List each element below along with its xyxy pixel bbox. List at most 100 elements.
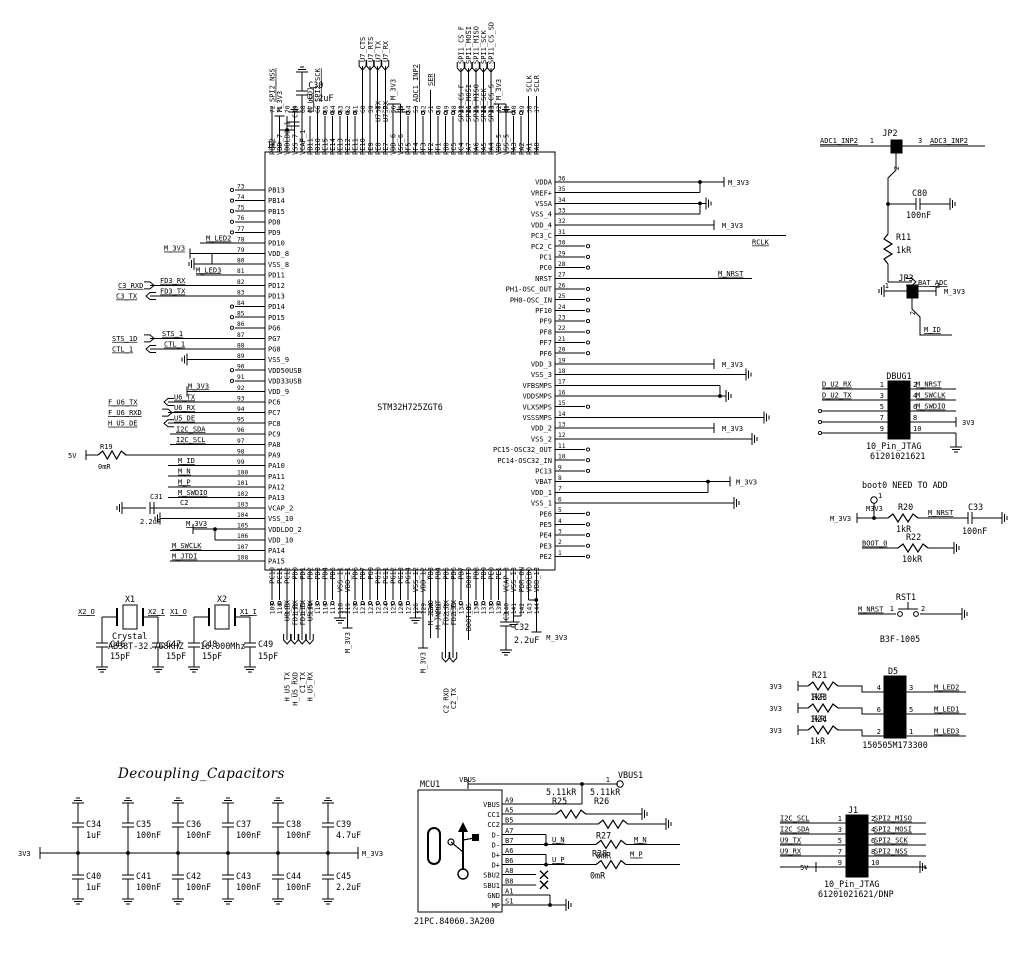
mcu-top-pin-name: PE13 xyxy=(337,138,345,155)
mcu-top-pin-number: 67 xyxy=(307,105,314,113)
mcu-top-pin-name: VDD_6 xyxy=(389,134,397,155)
net-label-u7_tx_d: U7_TX xyxy=(374,40,382,62)
net-label-f_u6_rxd: F_U6_RXD xyxy=(108,409,142,417)
mcu-left-pin-name: VDDLDO_2 xyxy=(268,526,302,534)
decoupling-title: Decoupling_Capacitors xyxy=(117,766,285,782)
mcu-right-pin-name: PF8 xyxy=(539,328,552,336)
mcu-right-pin-name: PC13 xyxy=(535,468,552,476)
mcu-bottom-pin-name: PDR_ON xyxy=(518,567,526,592)
mcu-bottom-pin-name: VDD_11 xyxy=(344,567,352,592)
decoupling-cap-value: 100nF xyxy=(236,882,261,892)
mcu-bottom-pin-name: PB7 xyxy=(457,567,465,580)
decoupling-cap-value: 100nF xyxy=(136,882,161,892)
mcu-bottom-pin-number: 118 xyxy=(338,603,345,614)
debug-pin-number-left: 9 xyxy=(880,425,884,433)
resistor-r22 xyxy=(897,542,929,554)
r11-refdes: R11 xyxy=(896,232,911,242)
mcu-body xyxy=(264,151,556,571)
net-label-m-led1: M_LED1 xyxy=(306,87,314,112)
no-connect-marker xyxy=(405,110,410,116)
port-u7_tx_d xyxy=(373,60,382,71)
mcu-top-pin-name: PC5 xyxy=(450,142,458,155)
mcu-right-pin-name: PF6 xyxy=(539,350,552,358)
mcu-left-pin-name: PA9 xyxy=(268,452,281,460)
net-label-sclr: SCLR xyxy=(533,74,541,92)
resistor-r26 xyxy=(597,819,629,830)
mcu-left-pin-name: PG7 xyxy=(268,335,281,343)
usb-icon-outline xyxy=(427,827,441,865)
mcu-top-pin-name: PF1 xyxy=(435,142,443,155)
net-label-m3v3-vbat: M_3V3 xyxy=(736,479,757,487)
mcu-left-pin-number: 105 xyxy=(237,523,248,530)
net-label-m-n-usb: M_N xyxy=(634,836,647,844)
mcu-right-pin-name: PC15-OSC32_OUT xyxy=(493,446,553,454)
mcu-top-pin-number: 62 xyxy=(345,105,352,113)
mcu-top-pin-name: PA7 xyxy=(465,142,473,155)
mcu-bottom-pin-name: PD7 xyxy=(359,567,367,580)
mcu-left-pin-number: 81 xyxy=(237,268,245,275)
mcu-bottom-pin-number: 109 xyxy=(270,603,277,614)
r11-value: 1kR xyxy=(896,245,912,255)
net-label-m_jtdi: M_JTDI xyxy=(172,553,197,561)
usb-pin-number: A8 xyxy=(505,867,513,875)
led-supply-label: 3V3 xyxy=(769,727,782,735)
mcu-top-pin-name: VSS_6 xyxy=(397,134,405,155)
port-sts-1d xyxy=(144,334,155,343)
c31-value: 2.2uF xyxy=(140,518,161,526)
mcu-bottom-pin-number: 112 xyxy=(292,603,299,614)
mcu-left-pin-number: 100 xyxy=(237,470,248,477)
mcu-left-pin-number: 99 xyxy=(237,459,245,466)
mcu-right-pin-number: 29 xyxy=(558,250,566,257)
mcu-right-pin-name: VDDA xyxy=(535,179,553,187)
mcu-bottom-pin-number: 127 xyxy=(406,603,413,614)
port-h_u5_rx xyxy=(305,634,314,645)
mcu-left-pin-name: PA14 xyxy=(268,547,285,555)
net-label-m_jswo: M_JSWO xyxy=(427,600,435,625)
net-label-spi2-nss: SPI2_NSS xyxy=(269,68,277,102)
debug-mpn: 61201021621 xyxy=(870,451,925,461)
net-label-c3-tx: C3_TX xyxy=(116,293,138,301)
mcu-bottom-pin-number: 141 xyxy=(511,603,518,614)
usb-pin-number: A6 xyxy=(505,847,513,855)
decoupling-cap-refdes: C35 xyxy=(136,819,151,829)
no-connect-marker xyxy=(322,110,327,116)
mcu-left-pin-name: VDD50USB xyxy=(268,367,302,375)
mcu-left-pin-name: PD8 xyxy=(268,218,281,226)
usb-pin-name: SBU1 xyxy=(483,882,500,890)
j1-left-net: U9_TX xyxy=(780,837,802,845)
mcu-left-pin-name: PA12 xyxy=(268,483,285,491)
mcu-top-pin-number: 43 xyxy=(489,105,496,113)
decoupling-cap-value: 100nF xyxy=(236,830,261,840)
mcu-top-pin-name: PE10 xyxy=(359,138,367,155)
net-label-m3v3-119: M_3V3 xyxy=(344,632,352,653)
no-connect-marker xyxy=(585,351,591,356)
net-label-sts-1d: STS_1D xyxy=(112,335,137,343)
usb-pin-name: D+ xyxy=(492,852,500,860)
mcu-left-pin-number: 93 xyxy=(237,395,245,402)
net-label-f_u6_tx: F_U6_TX xyxy=(108,399,138,407)
junction xyxy=(580,782,584,786)
led-resistor-refdes: R24 xyxy=(812,714,827,724)
crystal-mpn: AB38T-32.768KHZ xyxy=(108,641,184,651)
mcu-right-pin-name: PC0 xyxy=(539,264,552,272)
mcu-bottom-pin-number: 125 xyxy=(390,603,397,614)
mcu-right-pin-number: 17 xyxy=(558,379,566,386)
mcu-left-pin-number: 87 xyxy=(237,332,245,339)
mcu-bottom-pin-number: 115 xyxy=(315,603,322,614)
usb-pin-number: B7 xyxy=(505,837,513,845)
mcu-bottom-pin-number: 119 xyxy=(345,603,352,614)
usb-pin-name: D- xyxy=(492,831,500,839)
mcu-left-pin-name: PB14 xyxy=(268,197,285,205)
mcu-top-pin-name: PE15 xyxy=(321,138,329,155)
net-label-u6_tx: U6_TX xyxy=(174,394,196,402)
mcu-left-pin-name: PC6 xyxy=(268,399,281,407)
mcu-bottom-pin-name: VSS_12 xyxy=(412,567,420,592)
boot0-note: boot0 NEED TO ADD xyxy=(862,480,948,490)
usb-pin-number: B5 xyxy=(505,817,513,825)
port-h_u5_rxd xyxy=(290,634,299,645)
mcu-right-pin-name: PH0-OSC_IN xyxy=(510,296,552,304)
mcu-bottom-pin-name: PD1 xyxy=(299,567,307,580)
mcu-bottom-pin-number: 121 xyxy=(360,603,367,614)
no-connect-marker xyxy=(585,329,591,334)
no-connect-marker xyxy=(585,543,591,548)
